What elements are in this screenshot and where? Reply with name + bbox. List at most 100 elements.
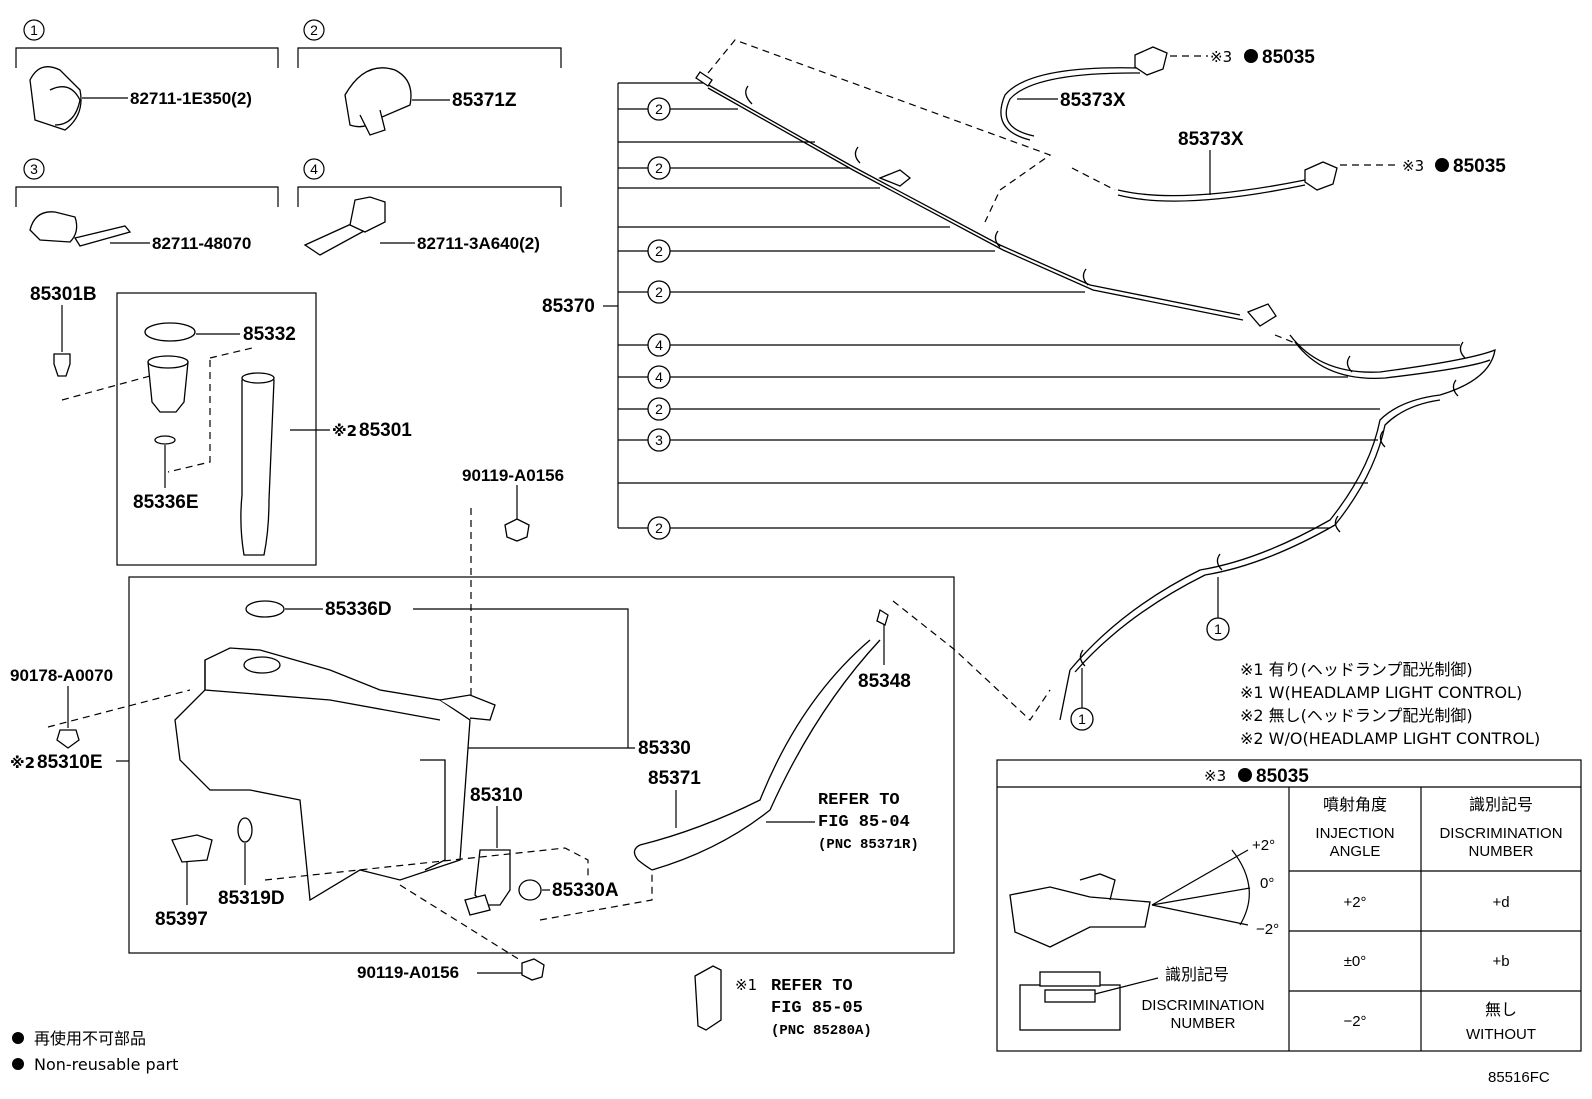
note-2: ※1 W(HEADLAMP LIGHT CONTROL) [1240, 683, 1522, 702]
disc-jp: 識別記号 [1165, 965, 1229, 984]
hose-callout-11: 1 [1078, 711, 1086, 727]
col1-en2: ANGLE [1330, 843, 1381, 860]
hose-callout-2: 2 [655, 160, 663, 176]
part-85330: 85330 [638, 738, 691, 759]
note-1: ※1 有り(ヘッドランプ配光制御) [1240, 660, 1473, 679]
legend-callout-3: 3 [30, 161, 38, 177]
mark-85310E: ※2 [10, 754, 35, 772]
col2-jp: 識別記号 [1469, 795, 1533, 814]
col2-en1: DISCRIMINATION [1439, 825, 1562, 842]
legend-group-1: 1 82711-1E350(2) [15, 19, 279, 131]
part-85035-lower: 85035 [1453, 156, 1506, 177]
legend-jp: 再使用不可部品 [34, 1029, 146, 1048]
part-85371Z: 85371Z [452, 90, 517, 111]
jet-lower: 85373X ※3 85035 [1117, 129, 1506, 202]
tank-assembly: 85336D 85330 85310 85330A 85397 85319D 8… [128, 576, 1051, 954]
hose-callout-4: 2 [655, 284, 663, 300]
spec-table: ※3 85035 噴射角度 INJECTION ANGLE 識別記号 DISCR… [996, 759, 1582, 1052]
hose-callout-9: 2 [655, 520, 663, 536]
hose-bundle: 85370 2 2 2 2 4 4 2 3 2 [542, 39, 1496, 731]
part-85397: 85397 [155, 909, 208, 930]
ref2-line3: (PNC 85280A) [771, 1023, 872, 1039]
table-title-mark: ※3 [1204, 767, 1226, 785]
part-90119-A0156-top: 90119-A0156 [462, 466, 564, 485]
angle-minus2: −2° [1256, 921, 1279, 938]
part-85319D: 85319D [218, 888, 285, 909]
part-85310: 85310 [470, 785, 523, 806]
part-85301: 85301 [359, 420, 412, 441]
table-title-dot [1238, 768, 1252, 782]
part-85348: 85348 [858, 671, 911, 692]
row2-mark: +b [1492, 953, 1509, 970]
part-85330A: 85330A [552, 880, 619, 901]
ref1-line3: (PNC 85371R) [818, 837, 919, 853]
legend-group-2: 2 85371Z [297, 19, 562, 136]
jet-upper: ※3 85035 85373X [1000, 46, 1315, 141]
figure-code: 85516FC [1488, 1069, 1550, 1086]
legend-callout-4: 4 [310, 161, 318, 177]
bolt-top: 90119-A0156 [462, 466, 564, 720]
legend-group-4: 4 82711-3A640(2) [297, 158, 562, 256]
angle-plus2: +2° [1252, 837, 1275, 854]
table-title-part: 85035 [1256, 766, 1309, 787]
part-85310E: 85310E [37, 752, 103, 773]
notes: ※1 有り(ヘッドランプ配光制御) ※1 W(HEADLAMP LIGHT CO… [1240, 660, 1540, 748]
part-85336D: 85336D [325, 599, 392, 620]
non-reusable-dot-upper [1244, 49, 1258, 63]
hose-callout-10: 1 [1214, 621, 1222, 637]
legend-dot-jp [12, 1032, 24, 1044]
angle-0: 0° [1260, 875, 1274, 892]
row2-angle: ±0° [1344, 953, 1367, 970]
ref1-line2: FIG 85-04 [818, 813, 910, 832]
legend-callout-2: 2 [310, 22, 318, 38]
mark-85301: ※2 [332, 422, 357, 440]
col2-en2: NUMBER [1468, 843, 1533, 860]
disc-en1: DISCRIMINATION [1141, 997, 1264, 1014]
part-82711-3A640: 82711-3A640(2) [417, 234, 540, 253]
part-85370: 85370 [542, 296, 595, 317]
hose-callout-3: 2 [655, 243, 663, 259]
hose-callout-7: 2 [655, 401, 663, 417]
col1-jp: 噴射角度 [1323, 795, 1387, 814]
ref1-line1: REFER TO [818, 791, 900, 810]
part-85336E: 85336E [133, 492, 199, 513]
part-85035-upper: 85035 [1262, 47, 1315, 68]
hose-callout-6: 4 [655, 369, 663, 385]
part-82711-48070: 82711-48070 [152, 234, 251, 253]
note-4: ※2 W/O(HEADLAMP LIGHT CONTROL) [1240, 729, 1540, 748]
ref2-mark: ※1 [735, 976, 757, 994]
legend-en: Non-reusable part [34, 1055, 178, 1074]
legend-dot-en [12, 1058, 24, 1070]
jet-upper-mark: ※3 [1210, 48, 1232, 66]
ref2-line1: REFER TO [771, 977, 853, 996]
jet-lower-mark: ※3 [1402, 157, 1424, 175]
part-85332: 85332 [243, 324, 296, 345]
ref2-line2: FIG 85-05 [771, 999, 863, 1018]
row1-mark: +d [1492, 894, 1509, 911]
col1-en1: INJECTION [1315, 825, 1394, 842]
ref2: ※1 REFER TO FIG 85-05 (PNC 85280A) [694, 965, 872, 1039]
part-82711-1E350: 82711-1E350(2) [130, 89, 252, 108]
row3-angle: −2° [1343, 1013, 1366, 1030]
row3-mark-jp: 無し [1485, 1000, 1517, 1019]
part-85371: 85371 [648, 768, 701, 789]
part-85373X-upper: 85373X [1060, 90, 1126, 111]
row1-angle: +2° [1343, 894, 1366, 911]
disc-en2: NUMBER [1170, 1015, 1235, 1032]
part-85301B: 85301B [30, 284, 97, 305]
bolt-bottom: 90119-A0156 [357, 884, 545, 982]
note-3: ※2 無し(ヘッドランプ配光制御) [1240, 706, 1473, 725]
part-85373X-lower: 85373X [1178, 129, 1244, 150]
part-90119-A0156-bottom: 90119-A0156 [357, 963, 459, 982]
hose-callout-5: 4 [655, 337, 663, 353]
footer: 再使用不可部品 Non-reusable part 85516FC [12, 1029, 1550, 1086]
legend-group-3: 3 82711-48070 [15, 158, 279, 253]
hose-callout-8: 3 [655, 432, 663, 448]
non-reusable-dot-lower [1435, 158, 1449, 172]
part-90178-A0070: 90178-A0070 [10, 666, 113, 685]
legend-callout-1: 1 [30, 22, 38, 38]
